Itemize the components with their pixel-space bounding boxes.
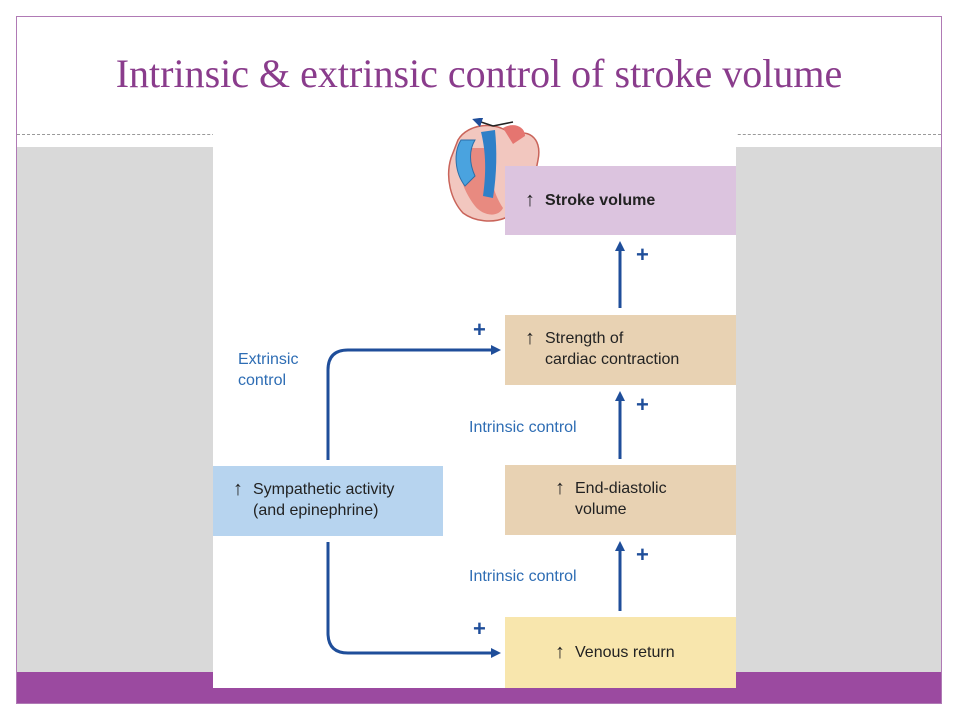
stroke-volume-diagram: ↑ Stroke volume ↑ Strength of cardiac co…: [213, 118, 736, 688]
up-arrow-icon: ↑: [555, 477, 565, 499]
arrow-sympathetic-to-venous: [326, 542, 501, 658]
extrinsic-label-line1: Extrinsic: [238, 351, 299, 368]
edv-label-line1: End-diastolic: [575, 480, 667, 497]
slide-frame: [16, 16, 942, 704]
end-diastolic-box: ↑ End-diastolic volume: [505, 465, 736, 535]
plus-sign-extrinsic-upper: +: [473, 317, 486, 342]
up-arrow-icon: ↑: [525, 189, 535, 211]
up-arrow-icon: ↑: [525, 327, 535, 349]
plus-sign-stroke: +: [636, 242, 649, 267]
slide-title: Intrinsic & extrinsic control of stroke …: [115, 51, 843, 96]
sympathetic-label-line1: Sympathetic activity: [253, 481, 395, 498]
extrinsic-label-line2: control: [238, 372, 287, 389]
edv-label-line2: volume: [575, 501, 627, 518]
intrinsic-control-label-lower: Intrinsic control: [469, 568, 577, 585]
up-arrow-icon: ↑: [555, 641, 565, 663]
arrow-sympathetic-to-strength: [326, 345, 501, 460]
strength-label-line1: Strength of: [545, 330, 624, 347]
extrinsic-control-label: Extrinsic control: [238, 349, 298, 391]
up-arrow-icon: ↑: [233, 478, 243, 500]
stroke-volume-label: Stroke volume: [545, 192, 656, 209]
strength-box: ↑ Strength of cardiac contraction: [505, 315, 736, 385]
venous-return-label: Venous return: [575, 644, 675, 661]
sympathetic-box: ↑ Sympathetic activity (and epinephrine): [213, 466, 443, 536]
sympathetic-label-line2: (and epinephrine): [253, 502, 379, 519]
stroke-volume-box: ↑ Stroke volume: [505, 166, 736, 235]
plus-sign-edv: +: [636, 542, 649, 567]
venous-return-box: ↑ Venous return: [505, 617, 736, 688]
strength-label-line2: cardiac contraction: [545, 351, 680, 368]
intrinsic-control-label-upper: Intrinsic control: [469, 419, 577, 436]
plus-sign-strength: +: [636, 392, 649, 417]
plus-sign-extrinsic-lower: +: [473, 616, 486, 641]
